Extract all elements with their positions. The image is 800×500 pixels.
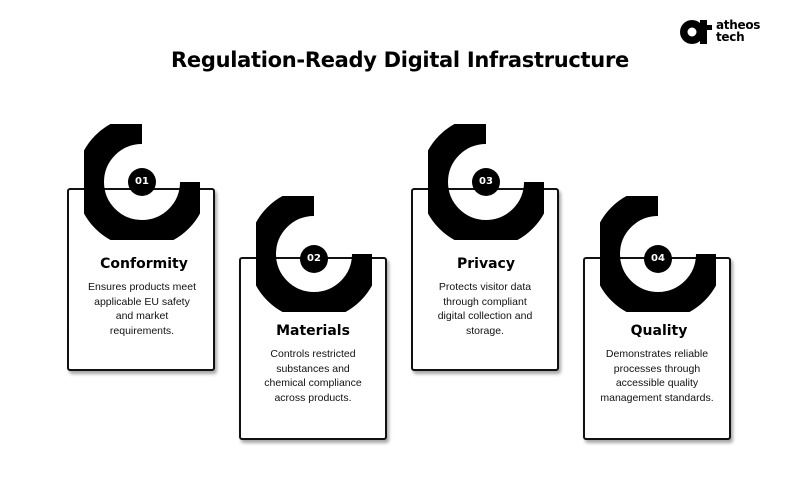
step-description-line: and market bbox=[115, 310, 169, 322]
step-2-ring-icon bbox=[256, 196, 372, 312]
step-number-badge: 01 bbox=[128, 168, 156, 196]
step-description: Controls restricted substances and chemi… bbox=[239, 347, 387, 405]
step-description-line: Demonstrates reliable bbox=[605, 348, 709, 360]
step-description-line: through compliant bbox=[443, 295, 527, 308]
brand-name-line2: tech bbox=[716, 30, 745, 44]
step-description-line: applicable EU safety bbox=[94, 295, 190, 308]
step-description-line: Protects visitor data bbox=[438, 281, 532, 293]
step-description-line: requirements. bbox=[109, 324, 175, 337]
step-description: Demonstrates reliable processes through … bbox=[583, 347, 731, 405]
step-description-line: accessible quality bbox=[615, 377, 699, 389]
step-description-line: Ensures products meet bbox=[88, 281, 196, 293]
brand-wordmark: atheos tech bbox=[716, 19, 760, 43]
step-number-badge: 04 bbox=[644, 245, 672, 273]
step-heading: Quality bbox=[630, 323, 688, 339]
step-description: Ensures products meet applicable EU safe… bbox=[68, 280, 216, 338]
page-title: Regulation-Ready Digital Infrastructure bbox=[171, 48, 629, 72]
brand-logo-icon bbox=[680, 20, 712, 44]
step-heading: Privacy bbox=[457, 256, 515, 272]
step-description: Protects visitor data through compliant … bbox=[411, 280, 559, 338]
step-description-line: digital collection and bbox=[437, 310, 533, 322]
step-description-line: processes through bbox=[613, 362, 701, 375]
step-number-badge: 02 bbox=[300, 245, 328, 273]
step-heading: Materials bbox=[276, 323, 350, 339]
step-description-line: management standards. bbox=[600, 391, 714, 404]
step-4-ring-icon bbox=[600, 196, 716, 312]
step-3-ring-icon bbox=[428, 124, 544, 240]
step-heading: Conformity bbox=[100, 256, 188, 272]
brand-name-line1: atheos bbox=[716, 18, 761, 32]
step-number-badge: 03 bbox=[472, 168, 500, 196]
step-description-line: across products. bbox=[274, 391, 352, 404]
brand-logo: atheos tech bbox=[678, 16, 778, 50]
step-1-ring-icon bbox=[84, 124, 200, 240]
step-description-line: storage. bbox=[466, 324, 504, 337]
step-description-line: substances and bbox=[276, 362, 350, 375]
step-description-line: Controls restricted bbox=[270, 348, 356, 360]
step-description-line: chemical compliance bbox=[264, 377, 362, 389]
